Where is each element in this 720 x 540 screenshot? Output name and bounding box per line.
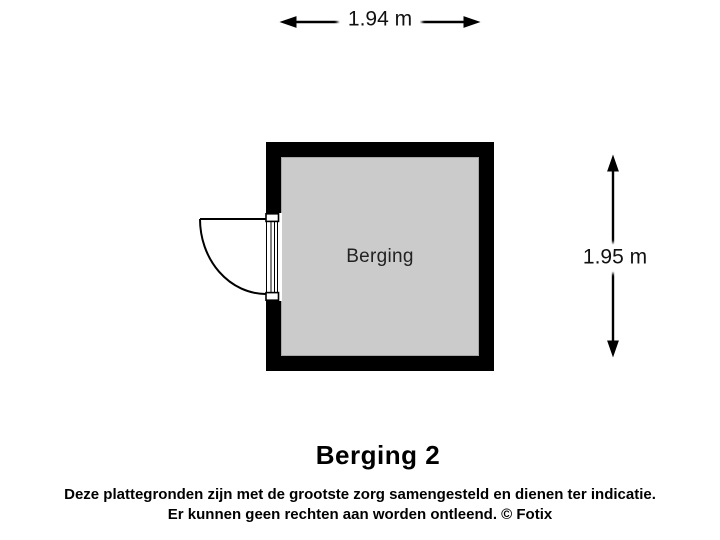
plan-title: Berging 2 [315,440,441,470]
arrow-down-head-icon [607,340,619,358]
arrow-up-head-icon [607,154,619,172]
room-label: Berging [346,245,414,267]
height-dimension-label: 1.95 m [574,244,656,272]
door-opening [264,213,282,301]
disclaimer: Deze plattegronden zijn met de grootste … [0,485,720,525]
width-dimension-label: 1.94 m [339,6,421,34]
arrow-left-head-icon [279,16,297,28]
door-swing-arc [199,218,266,295]
disclaimer-line1: Deze plattegronden zijn met de grootste … [64,486,656,503]
arrow-right-head-icon [463,16,481,28]
disclaimer-line2: Er kunnen geen rechten aan worden ontlee… [167,506,553,523]
room-floor: Berging [281,157,479,356]
